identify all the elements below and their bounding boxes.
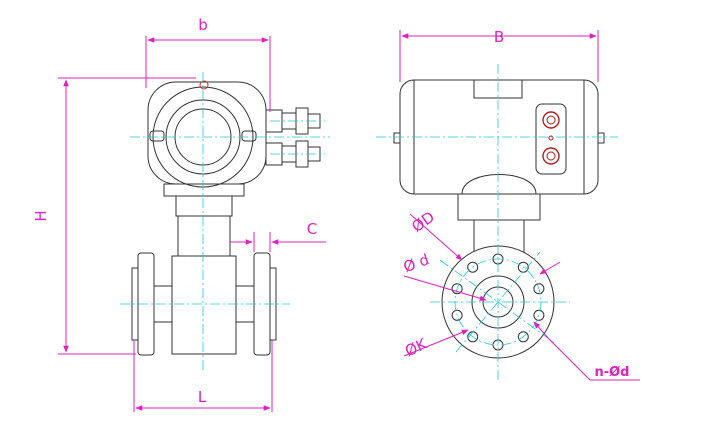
bolt-hole-10 [467,261,479,273]
side-centerlines [376,64,618,380]
side-neck-base [457,193,541,221]
side-pin-right [597,132,605,144]
side-pin-left [393,132,401,144]
housing-clip-left [149,130,165,142]
bolt-hole-9 [451,283,463,295]
front-dimensions [58,36,326,412]
sensor-body [171,255,237,355]
housing-clip-right [241,130,257,142]
converter-housing [147,81,267,185]
bolt-circle [454,258,542,346]
bolt-hole-3 [533,283,545,295]
dim-L-label: L [198,388,207,406]
dim-d2-label: Ø d [401,250,432,276]
dim-C-label: C [307,220,317,238]
housing-base [163,183,245,197]
sensor-stem [177,215,231,257]
dim-H-label: H [32,210,50,221]
top-screw-icon [199,80,209,90]
bolt-hole-4 [533,309,545,321]
side-dimensions [399,30,640,381]
front-view [131,80,321,356]
gland-bottom-icon [542,147,560,165]
housing-neck [175,195,233,217]
gland-face-panel [535,103,567,175]
gland-top-icon [542,111,560,129]
dim-K-label: ØK [402,334,430,360]
dim-B-label: B [494,28,504,46]
bolt-hole-5 [517,331,529,343]
dim-b-label: b [198,16,208,34]
bolt-hole-8 [451,309,463,321]
left-flange-hub [153,285,173,323]
dim-nd-label: n-Ød [594,365,629,380]
dim-D-label: ØD [408,208,437,236]
front-centerlines [120,72,330,372]
side-housing-top-tab [473,79,523,99]
side-neck-dome [461,174,537,195]
